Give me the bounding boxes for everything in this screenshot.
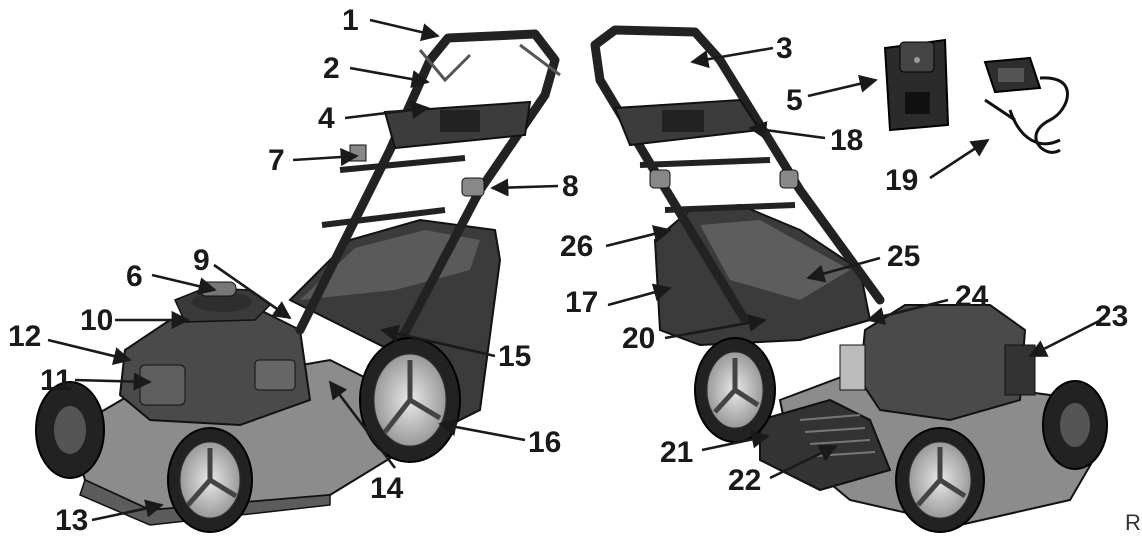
callout-8: 8 (562, 170, 579, 203)
callout-21: 21 (660, 436, 693, 469)
callout-arrows (47, 18, 1106, 522)
callout-18: 18 (830, 124, 863, 157)
callout-2: 2 (323, 52, 340, 85)
callout-24: 24 (955, 280, 989, 313)
callout-15: 15 (498, 340, 531, 373)
callout-7: 7 (268, 144, 285, 177)
corner-mark: R (1125, 510, 1141, 535)
callout-25: 25 (887, 240, 920, 273)
mower-front-view (35, 29, 561, 533)
callout-16: 16 (528, 426, 561, 459)
callout-20: 20 (622, 322, 655, 355)
callout-17: 17 (565, 286, 598, 319)
battery-charger (983, 56, 1069, 154)
callout-14: 14 (370, 472, 404, 505)
callout-12: 12 (8, 320, 41, 353)
callout-4: 4 (318, 102, 335, 135)
callout-9: 9 (193, 244, 210, 277)
callout-23: 23 (1095, 300, 1128, 333)
callout-22: 22 (728, 464, 761, 497)
callout-10: 10 (80, 304, 113, 337)
callout-5: 5 (786, 84, 803, 117)
callout-6: 6 (126, 260, 143, 293)
callout-labels: 1 2 3 4 5 6 7 8 9 10 11 12 13 14 15 16 1… (8, 4, 1141, 537)
callout-1: 1 (342, 4, 359, 37)
mower-rear-view (590, 25, 1108, 533)
callout-26: 26 (560, 230, 593, 263)
callout-19: 19 (885, 164, 918, 197)
callout-3: 3 (776, 32, 793, 65)
callout-11: 11 (40, 364, 72, 397)
battery-pack (883, 38, 950, 132)
callout-13: 13 (55, 504, 88, 537)
